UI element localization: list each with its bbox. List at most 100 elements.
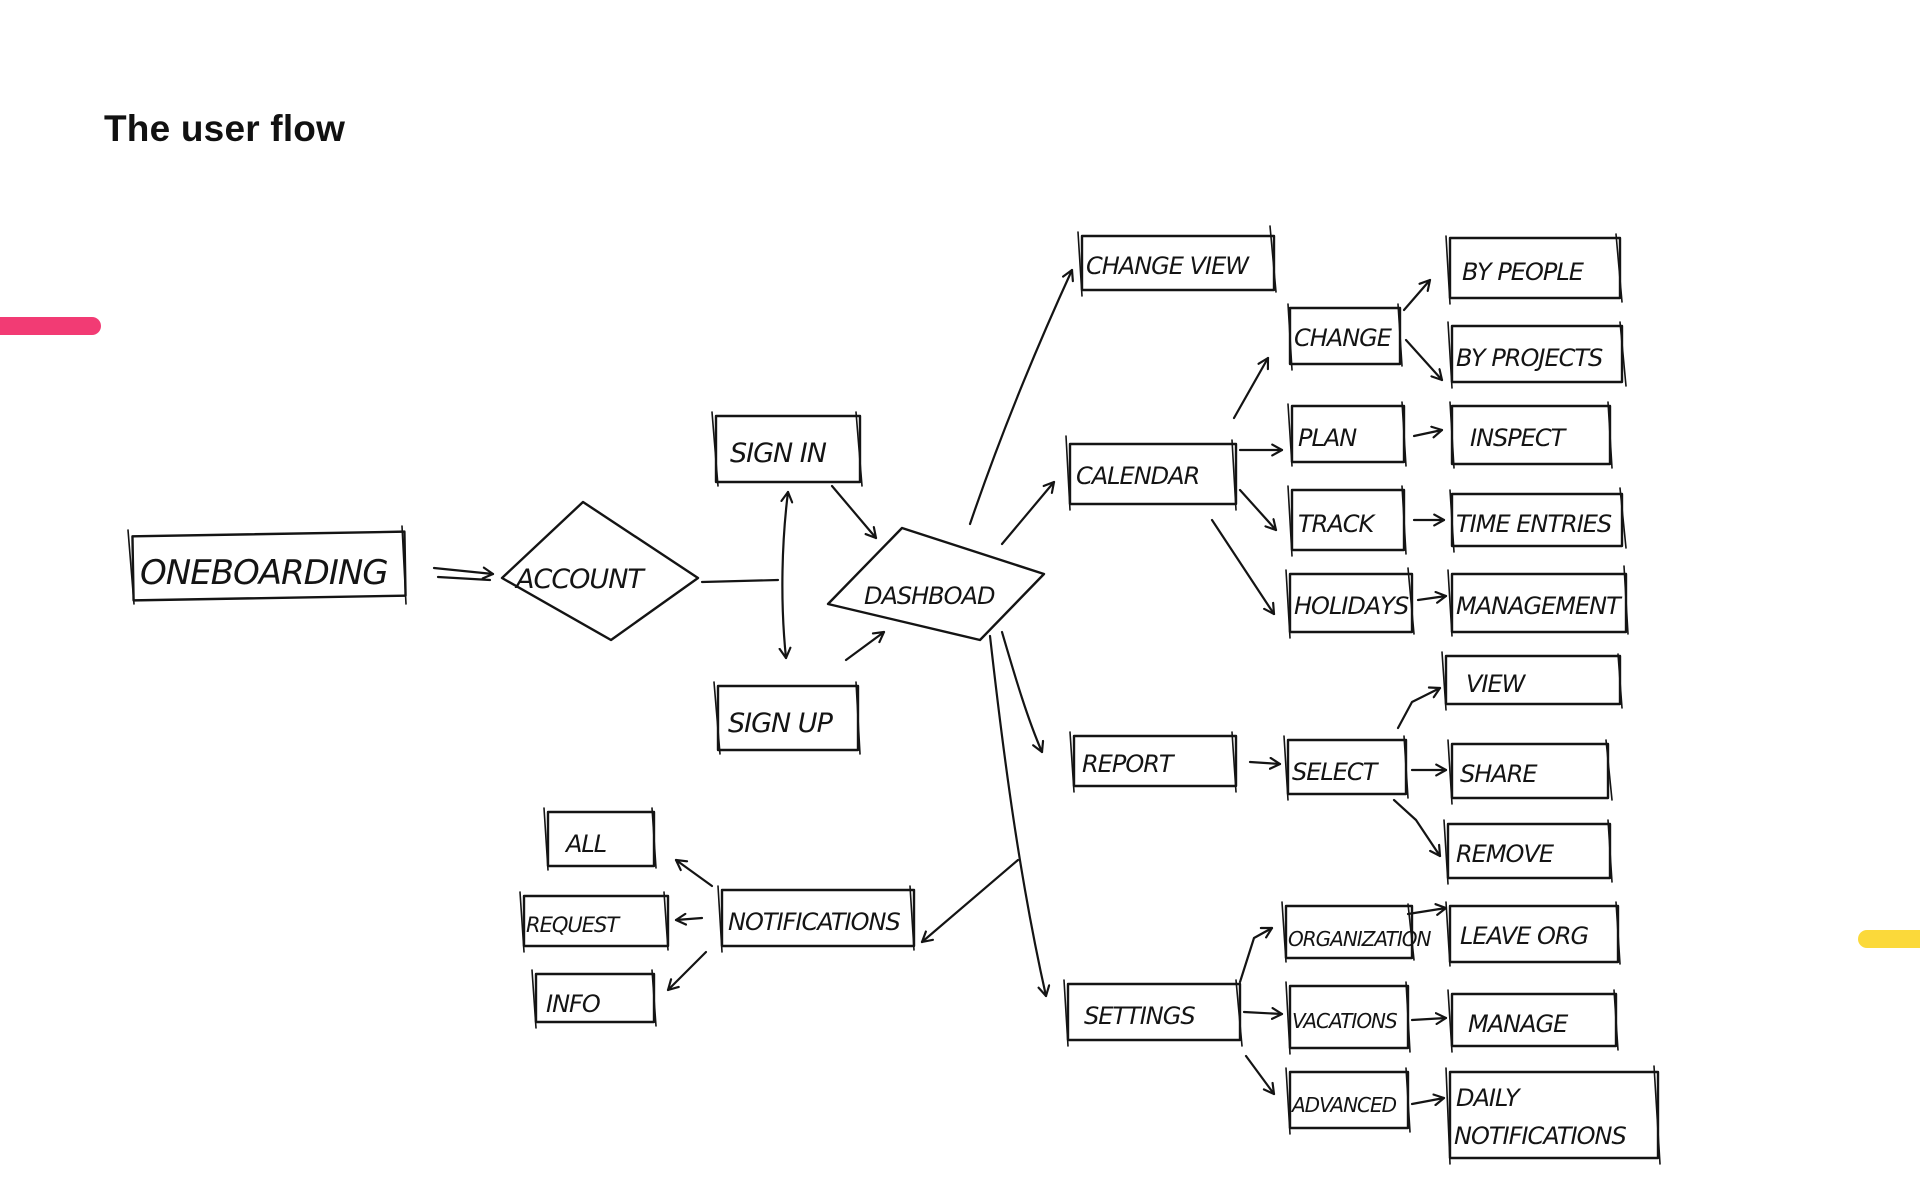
edge-select-view xyxy=(1396,686,1442,730)
edge-notifications-info xyxy=(666,950,708,992)
node-label-settings: SETTINGS xyxy=(1084,1002,1195,1030)
edge-plan-inspect xyxy=(1412,425,1444,439)
edge-calendar-holidays xyxy=(1210,518,1276,616)
node-label-manage: MANAGE xyxy=(1468,1010,1569,1038)
node-notifications: NOTIFICATIONS xyxy=(717,885,916,953)
edge-holidays-management xyxy=(1416,590,1448,604)
edge-report-select xyxy=(1248,756,1282,770)
node-dashboard: DASHBOAD xyxy=(826,526,1046,642)
edge-vacations-manage xyxy=(1410,1012,1448,1026)
node-label-sign-up: SIGN UP xyxy=(728,708,834,739)
node-label-by-people: BY PEOPLE xyxy=(1462,258,1585,286)
edge-notifications-all xyxy=(674,858,714,888)
node-label-organization: ORGANIZATION xyxy=(1288,927,1431,951)
edge-change-byproject xyxy=(1404,338,1444,382)
edge-calendar-change xyxy=(1232,356,1270,420)
node-label-holidays: HOLIDAYS xyxy=(1294,592,1409,620)
node-account: ACCOUNT xyxy=(500,500,700,642)
edge-onboarding-account-2 xyxy=(436,575,492,582)
node-label-change: CHANGE xyxy=(1294,324,1393,352)
edge-dashboard-settings xyxy=(988,634,1051,998)
edge-dashboard-report xyxy=(1000,630,1045,754)
node-leave-org: LEAVE ORG xyxy=(1445,901,1621,967)
node-change-view: CHANGE VIEW xyxy=(1077,225,1277,297)
node-label-onboarding: ONEBOARDING xyxy=(140,553,388,593)
edge-signin-signup xyxy=(778,490,794,660)
node-holidays: HOLIDAYS xyxy=(1285,567,1415,639)
node-label-request: REQUEST xyxy=(526,913,621,937)
node-label-account: ACCOUNT xyxy=(514,564,646,595)
edge-onboarding-account xyxy=(432,566,495,580)
node-label-vacations: VACATIONS xyxy=(1292,1009,1398,1033)
edge-organization-leaveorg xyxy=(1406,903,1448,916)
node-label-inspect: INSPECT xyxy=(1470,424,1568,452)
edge-advanced-daily xyxy=(1410,1093,1446,1107)
node-label-report: REPORT xyxy=(1082,750,1176,778)
edge-settings-organization xyxy=(1238,926,1274,984)
flow-edges xyxy=(432,268,1448,1107)
node-label-change-view: CHANGE VIEW xyxy=(1086,252,1250,280)
node-settings: SETTINGS xyxy=(1063,979,1243,1047)
edge-notifications-request xyxy=(674,912,704,926)
edge-dashboard-notifications xyxy=(920,858,1020,944)
flow-nodes: ONEBOARDING ACCOUNT SIGN IN SIGN UP DASH… xyxy=(127,225,1661,1165)
node-daily-notifications: DAILY NOTIFICATIONS xyxy=(1445,1065,1661,1165)
node-vacations: VACATIONS xyxy=(1285,981,1411,1055)
node-select: SELECT xyxy=(1283,735,1409,801)
node-inspect: INSPECT xyxy=(1449,401,1613,469)
node-management: MANAGEMENT xyxy=(1447,565,1629,637)
edge-select-remove xyxy=(1392,798,1442,858)
node-label-by-project: BY PROJECTS xyxy=(1456,344,1603,372)
node-label-dashboard: DASHBOAD xyxy=(864,582,995,610)
node-label-time-entries: TIME ENTRIES xyxy=(1456,510,1612,538)
edge-change-bypeople xyxy=(1402,278,1432,312)
node-info: INFO xyxy=(531,969,657,1029)
node-label-plan: PLAN xyxy=(1298,424,1357,452)
node-calendar: CALENDAR xyxy=(1065,435,1238,511)
node-label-calendar: CALENDAR xyxy=(1076,462,1199,490)
node-remove: REMOVE xyxy=(1443,819,1613,885)
node-plan: PLAN xyxy=(1287,401,1407,467)
node-label-sign-in: SIGN IN xyxy=(730,438,827,469)
node-label-info: INFO xyxy=(546,990,600,1018)
node-label-remove: REMOVE xyxy=(1456,840,1555,868)
node-label-notifications: NOTIFICATIONS xyxy=(728,908,900,936)
node-sign-in: SIGN IN xyxy=(711,411,863,487)
node-onboarding: ONEBOARDING xyxy=(127,525,407,605)
node-advanced: ADVANCED xyxy=(1285,1067,1411,1135)
node-report: REPORT xyxy=(1069,731,1238,793)
node-request: REQUEST xyxy=(519,891,670,953)
edge-dashboard-changeview xyxy=(968,268,1074,526)
node-label-track: TRACK xyxy=(1298,510,1377,538)
node-view: VIEW xyxy=(1441,651,1623,711)
node-share: SHARE xyxy=(1447,739,1613,805)
node-label-advanced: ADVANCED xyxy=(1290,1093,1397,1117)
node-label-all: ALL xyxy=(564,830,606,858)
node-time-entries: TIME ENTRIES xyxy=(1449,487,1627,553)
node-organization: ORGANIZATION xyxy=(1281,901,1432,963)
edge-account-signin-signup xyxy=(700,578,780,584)
node-label-management: MANAGEMENT xyxy=(1456,592,1623,620)
edge-signup-dashboard xyxy=(844,630,886,662)
node-by-people: BY PEOPLE xyxy=(1445,233,1623,305)
node-label-daily-1: DAILY xyxy=(1456,1084,1522,1112)
edge-signin-dashboard xyxy=(830,484,878,540)
node-label-daily-2: NOTIFICATIONS xyxy=(1454,1122,1626,1150)
node-label-share: SHARE xyxy=(1460,760,1538,788)
node-manage: MANAGE xyxy=(1447,989,1619,1053)
node-track: TRACK xyxy=(1287,485,1407,557)
edge-dashboard-calendar xyxy=(1000,480,1056,546)
node-sign-up: SIGN UP xyxy=(713,681,861,755)
accent-bar-yellow xyxy=(1858,930,1920,948)
page-title: The user flow xyxy=(104,108,346,149)
node-all: ALL xyxy=(543,807,657,871)
node-change: CHANGE xyxy=(1287,303,1403,371)
edge-calendar-track xyxy=(1238,488,1278,532)
node-by-project: BY PROJECTS xyxy=(1447,321,1627,389)
node-label-leave-org: LEAVE ORG xyxy=(1460,922,1589,950)
node-label-select: SELECT xyxy=(1292,758,1380,786)
edge-settings-advanced xyxy=(1244,1054,1276,1096)
edge-settings-vacations xyxy=(1242,1006,1284,1020)
node-label-view: VIEW xyxy=(1466,670,1527,698)
